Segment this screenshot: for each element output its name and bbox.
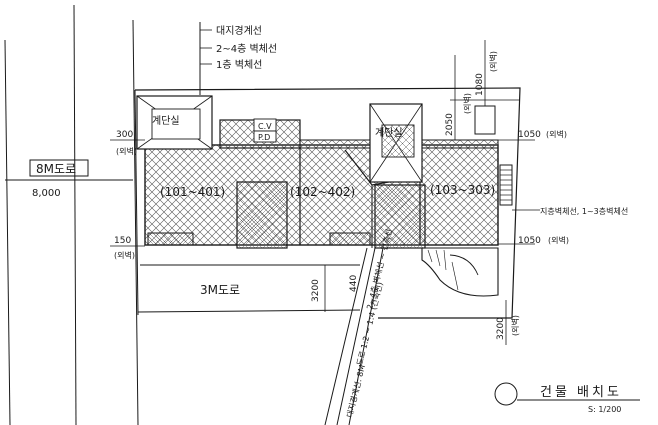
cv-pd-boxes: [253, 118, 277, 143]
dim-1050-top-note: (외벽): [546, 129, 567, 139]
title-block: [494, 382, 640, 406]
floor-1-setback-note: 1층 벽체선: [216, 59, 262, 71]
west-road-lines: [4, 4, 139, 425]
left-dimension-marks: [110, 139, 145, 247]
drawing-title: 건물 배치도: [540, 385, 622, 400]
stair-left-label: 계단실: [152, 115, 180, 127]
dim-1050-top: 1050: [518, 130, 541, 140]
right-setback-note: 지층벽체선, 1~3층벽체선: [540, 206, 628, 216]
stair-right-label: 계단실: [375, 127, 403, 139]
pd-label: P.D: [258, 133, 270, 142]
dim-1050-bottom-note: (외벽): [548, 235, 569, 245]
dim-1050-bottom: 1050: [518, 236, 541, 246]
exterior-stair: [499, 164, 513, 206]
dim-2050-note: (외벽): [462, 93, 472, 114]
dim-left-bottom: 150: [114, 236, 131, 246]
west-road-dimension: [5, 159, 133, 181]
right-dimension-lines: [498, 139, 540, 245]
top-right-dimension-lines: [450, 40, 520, 140]
right-top-box: [474, 105, 496, 135]
unit-c-label: (103~303): [430, 183, 495, 197]
dim-3200-bottom-note: (외벽): [510, 315, 520, 336]
dim-left-bottom-note: (외벽): [114, 250, 135, 260]
site-line-note: 대지경계선: [216, 24, 262, 37]
dim-left-top-note: (외벽): [116, 146, 137, 156]
unit-a-label: (101~401): [160, 185, 225, 199]
building-footprint: [144, 119, 499, 249]
unit-b-label: (102~402): [290, 185, 355, 199]
spiral-ramp: [421, 247, 499, 297]
cv-label: C.V: [258, 122, 272, 131]
dim-1080: 1080: [475, 73, 485, 96]
diagonal-building-line: [324, 247, 384, 425]
west-road-width: 8,000: [32, 188, 61, 199]
dim-440: 440: [349, 275, 359, 292]
south-road-dimension: [140, 264, 360, 312]
floors-2-4-setback-note: 2~4층 벽체선: [216, 43, 277, 55]
drawing-scale: S: 1/200: [588, 405, 621, 414]
diagonal-note-bottom: 대지경계선: 8M: [344, 364, 367, 419]
stair-right: [369, 103, 423, 183]
west-road-name: 8M도로: [36, 162, 76, 176]
south-road-name: 3M도로: [200, 283, 240, 297]
stair-left: [136, 95, 213, 150]
dim-left-top: 300: [116, 130, 133, 140]
dim-1080-note: (외벽): [488, 51, 498, 72]
south-road-width: 3200: [311, 279, 321, 302]
site-boundary: [134, 87, 521, 319]
setback-lines-north: [199, 22, 212, 95]
dim-2050: 2050: [445, 113, 455, 136]
dim-3200-bottom: 3200: [496, 317, 506, 340]
